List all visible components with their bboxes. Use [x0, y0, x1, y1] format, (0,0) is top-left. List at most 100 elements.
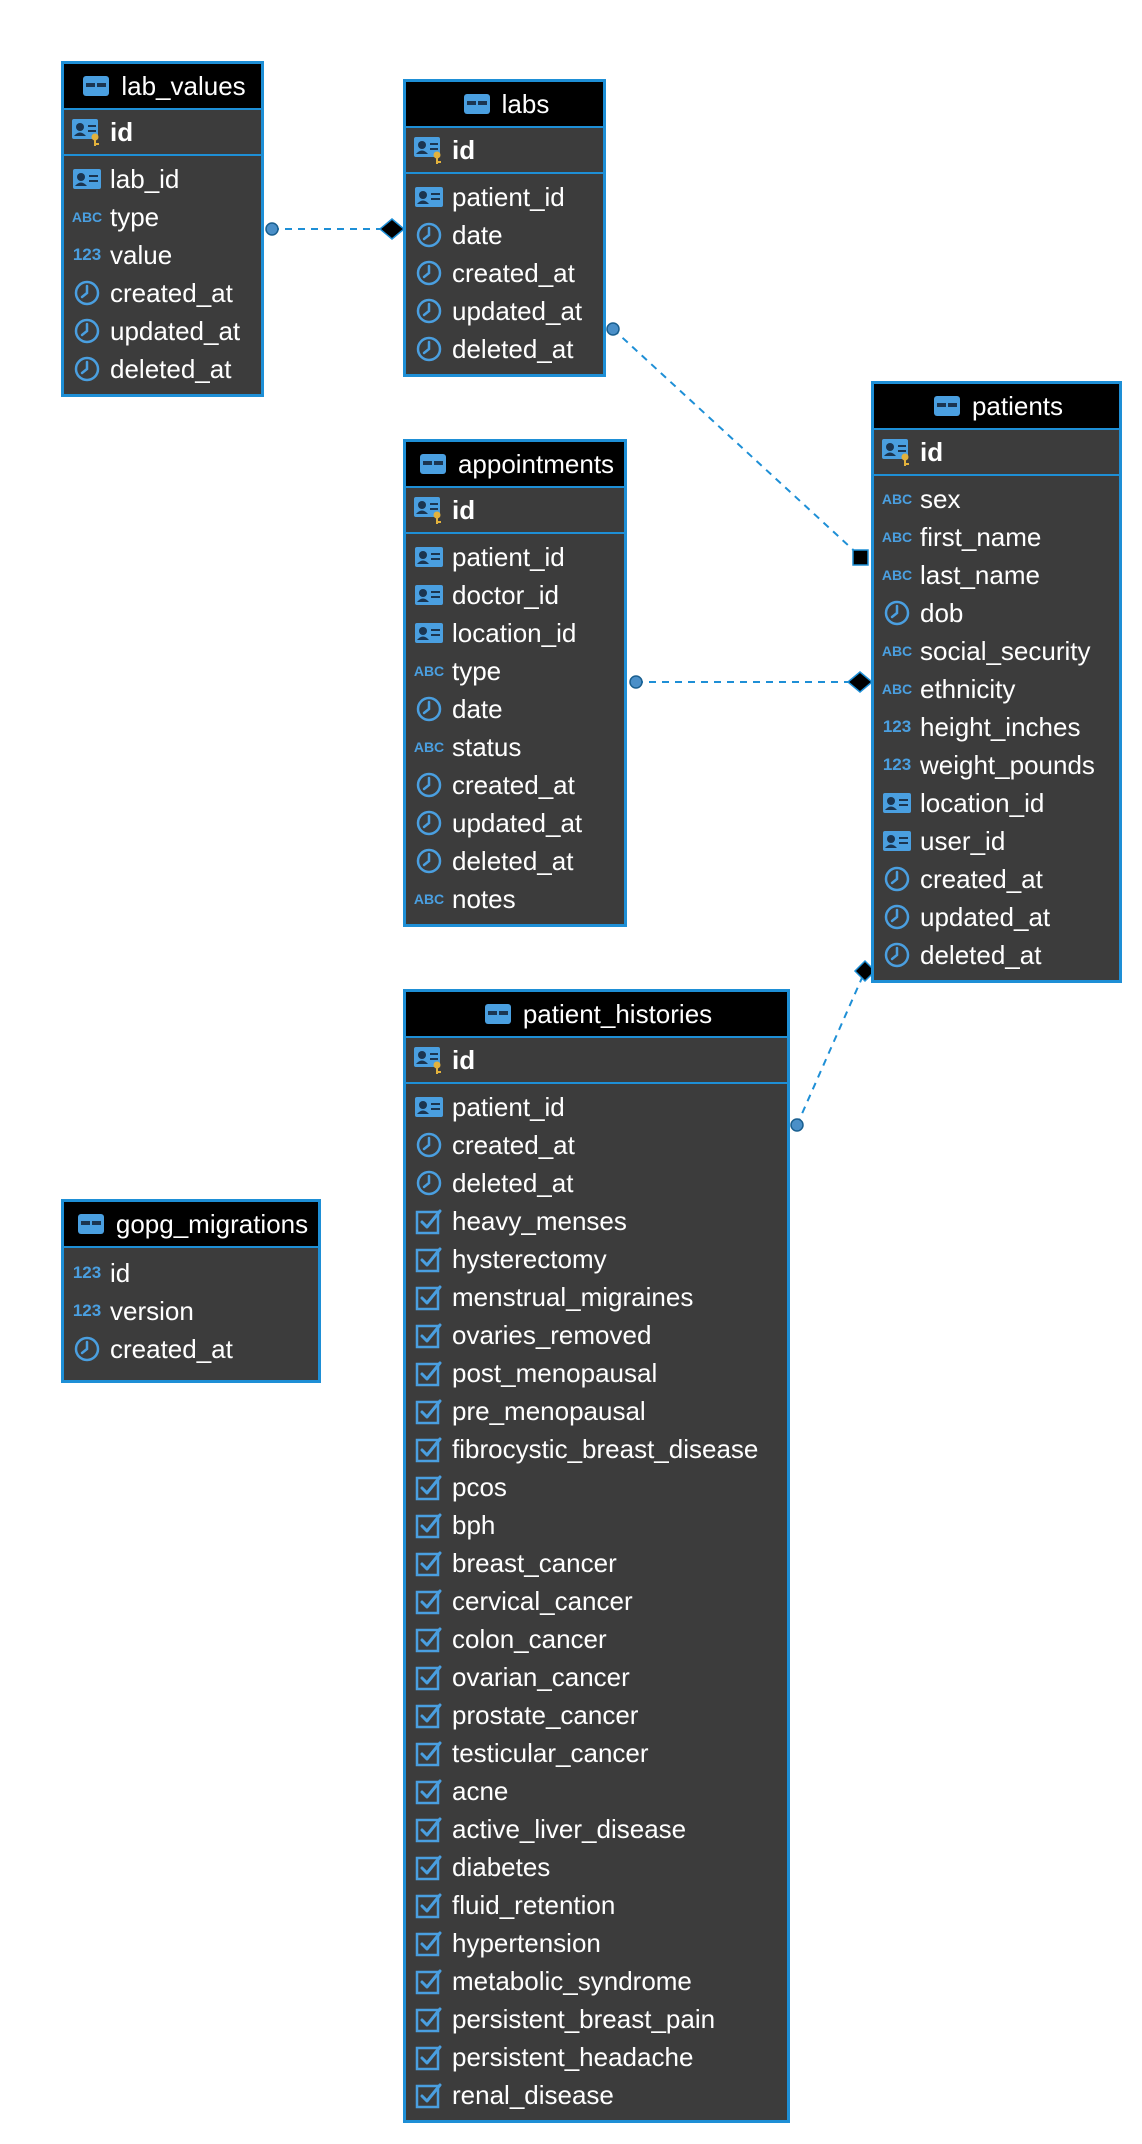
column-row[interactable]: metabolic_syndrome [406, 1962, 787, 2000]
column-row[interactable]: doctor_id [406, 576, 624, 614]
column-row[interactable]: updated_at [406, 292, 603, 330]
column-row[interactable]: location_id [406, 614, 624, 652]
table-appointments[interactable]: appointments id patient_id doctor_id loc… [403, 439, 627, 927]
column-row[interactable]: acne [406, 1772, 787, 1810]
column-row[interactable]: ovarian_cancer [406, 1658, 787, 1696]
column-row[interactable]: persistent_breast_pain [406, 2000, 787, 2038]
column-row[interactable]: deleted_at [64, 350, 261, 388]
column-row[interactable]: diabetes [406, 1848, 787, 1886]
table-header[interactable]: appointments [406, 442, 624, 488]
column-row[interactable]: lab_id [64, 160, 261, 198]
column-row[interactable]: updated_at [874, 898, 1119, 936]
column-row[interactable]: heavy_menses [406, 1202, 787, 1240]
foreign-key-icon [412, 1090, 446, 1124]
checkbox-icon [412, 1280, 446, 1314]
column-row[interactable]: menstrual_migraines [406, 1278, 787, 1316]
table-header[interactable]: labs [406, 82, 603, 128]
column-row[interactable]: fibrocystic_breast_disease [406, 1430, 787, 1468]
column-name: id [452, 134, 476, 165]
column-row[interactable]: ovaries_removed [406, 1316, 787, 1354]
table-header[interactable]: patient_histories [406, 992, 787, 1038]
column-row[interactable]: location_id [874, 784, 1119, 822]
column-name: status [452, 731, 522, 762]
column-row[interactable]: deleted_at [406, 842, 624, 880]
column-row[interactable]: date [406, 216, 603, 254]
table-patient-histories[interactable]: patient_histories id patient_id created_… [403, 989, 790, 2123]
column-row[interactable]: pre_menopausal [406, 1392, 787, 1430]
column-row[interactable]: id [64, 110, 261, 156]
column-row[interactable]: date [406, 690, 624, 728]
column-row[interactable]: breast_cancer [406, 1544, 787, 1582]
column-row[interactable]: id [406, 488, 624, 534]
rel-end-circle [790, 1118, 804, 1132]
foreign-key-icon [412, 540, 446, 574]
column-row[interactable]: testicular_cancer [406, 1734, 787, 1772]
column-row[interactable]: deleted_at [874, 936, 1119, 974]
column-row[interactable]: persistent_headache [406, 2038, 787, 2076]
column-row[interactable]: prostate_cancer [406, 1696, 787, 1734]
column-row[interactable]: created_at [406, 1126, 787, 1164]
column-row[interactable]: hysterectomy [406, 1240, 787, 1278]
column-row[interactable]: updated_at [406, 804, 624, 842]
column-row[interactable]: hypertension [406, 1924, 787, 1962]
clock-icon [412, 218, 446, 252]
column-name: created_at [452, 769, 575, 800]
column-row[interactable]: created_at [406, 766, 624, 804]
column-name: created_at [110, 277, 233, 308]
table-header[interactable]: patients [874, 384, 1119, 430]
column-name: created_at [452, 1129, 575, 1160]
column-row[interactable]: colon_cancer [406, 1620, 787, 1658]
column-row[interactable]: created_at [406, 254, 603, 292]
column-row[interactable]: fluid_retention [406, 1886, 787, 1924]
column-row[interactable]: active_liver_disease [406, 1810, 787, 1848]
column-row[interactable]: id [406, 1038, 787, 1084]
text-type-icon: ABC [413, 739, 445, 755]
column-row[interactable]: post_menopausal [406, 1354, 787, 1392]
table-header[interactable]: lab_values [64, 64, 261, 110]
column-name: social_security [920, 635, 1091, 666]
table-icon [74, 1207, 108, 1241]
table-header[interactable]: gopg_migrations [64, 1202, 318, 1248]
column-row[interactable]: id [406, 128, 603, 174]
column-row[interactable]: bph [406, 1506, 787, 1544]
rel-labs-patients [612, 328, 863, 559]
clock-icon [70, 352, 104, 386]
column-row[interactable]: patient_id [406, 538, 624, 576]
column-name: id [452, 494, 476, 525]
column-row[interactable]: ABC status [406, 728, 624, 766]
column-row[interactable]: id [874, 430, 1119, 476]
column-row[interactable]: created_at [874, 860, 1119, 898]
column-row[interactable]: created_at [64, 274, 261, 312]
column-name: id [452, 1044, 476, 1075]
column-row[interactable]: renal_disease [406, 2076, 787, 2114]
column-row[interactable]: cervical_cancer [406, 1582, 787, 1620]
column-name: doctor_id [452, 579, 559, 610]
column-row[interactable]: pcos [406, 1468, 787, 1506]
column-row[interactable]: updated_at [64, 312, 261, 350]
column-row[interactable]: user_id [874, 822, 1119, 860]
table-labs[interactable]: labs id patient_id date created_at updat… [403, 79, 606, 377]
column-row[interactable]: deleted_at [406, 1164, 787, 1202]
column-row[interactable]: patient_id [406, 178, 603, 216]
column-row[interactable]: dob [874, 594, 1119, 632]
column-row[interactable]: created_at [64, 1330, 318, 1368]
column-row[interactable]: deleted_at [406, 330, 603, 368]
primary-key-icon [880, 435, 914, 469]
column-row[interactable]: patient_id [406, 1088, 787, 1126]
